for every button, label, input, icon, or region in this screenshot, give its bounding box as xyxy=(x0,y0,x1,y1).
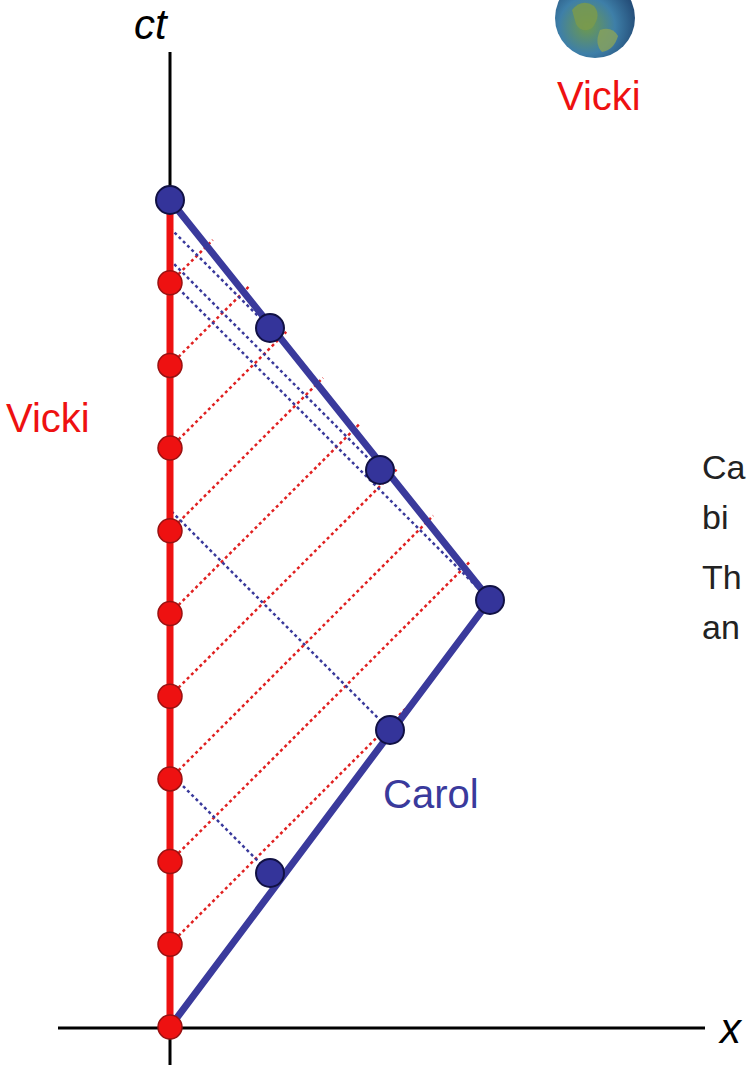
tick-dot xyxy=(256,314,284,342)
signal-line xyxy=(170,228,270,328)
signal-line xyxy=(170,516,433,779)
signal-line xyxy=(170,691,423,944)
tick-dot xyxy=(366,456,394,484)
observer-label: Vicki xyxy=(6,398,90,438)
tick-dot xyxy=(158,602,182,626)
signal-line xyxy=(170,286,250,366)
cropped-text: an xyxy=(702,610,740,644)
tick-dot xyxy=(158,436,182,460)
observer-label: Vicki xyxy=(557,76,641,116)
signal-line xyxy=(170,378,323,531)
cropped-text: Th xyxy=(702,560,742,594)
tick-dot xyxy=(158,767,182,791)
tick-dot xyxy=(158,932,182,956)
signal-line xyxy=(170,510,390,730)
cropped-text: bi xyxy=(702,500,728,534)
signal-line xyxy=(170,280,490,600)
earth-icon xyxy=(555,0,635,58)
tick-dot xyxy=(376,716,404,744)
axis-label: ct xyxy=(134,4,167,46)
x-axis xyxy=(58,1027,705,1030)
tick-dot xyxy=(256,859,284,887)
signal-line xyxy=(170,470,397,697)
clock-ticks xyxy=(156,186,504,1039)
tick-dot xyxy=(158,353,182,377)
signal-line xyxy=(170,332,286,448)
tick-dot xyxy=(158,684,182,708)
signal-line xyxy=(170,424,360,614)
tick-dot xyxy=(158,519,182,543)
carol-worldline xyxy=(170,200,490,1027)
cropped-text: Ca xyxy=(702,450,745,484)
axis-label: x xyxy=(720,1008,741,1050)
signal-line xyxy=(170,773,270,873)
tick-dot xyxy=(158,1015,182,1039)
tick-dot xyxy=(158,850,182,874)
tick-dot xyxy=(156,186,184,214)
tick-dot xyxy=(476,586,504,614)
tick-dot xyxy=(158,271,182,295)
signal-line xyxy=(170,260,380,470)
observer-label: Carol xyxy=(383,774,479,814)
light-signals xyxy=(170,228,490,944)
